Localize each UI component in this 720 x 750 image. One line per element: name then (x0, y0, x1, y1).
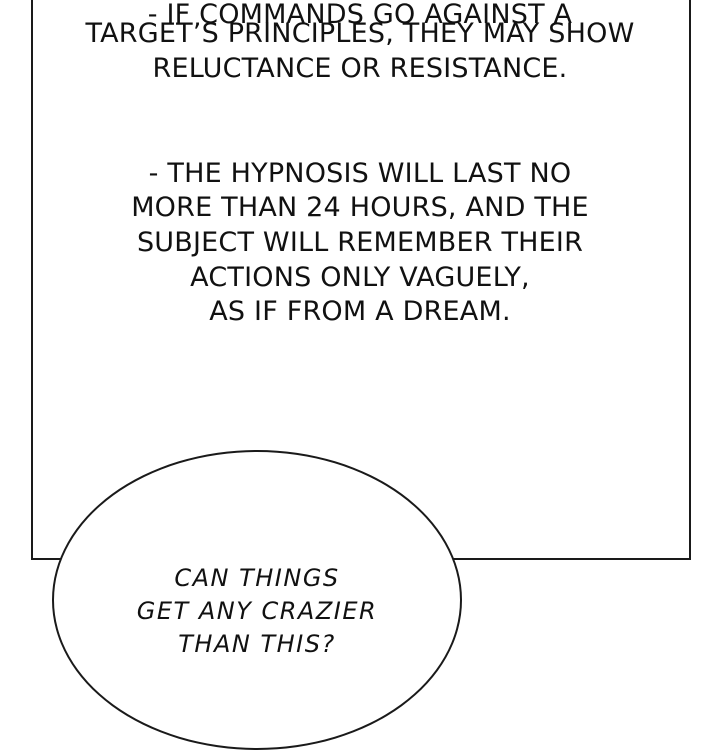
panel-text-line: TARGET’S PRINCIPLES, THEY MAY SHOW (85, 18, 635, 49)
speech-text-line: CAN THINGS (174, 564, 340, 592)
system-message-panel (31, 0, 691, 560)
speech-text-line: GET ANY CRAZIER (136, 597, 378, 625)
panel-text-line: - THE HYPNOSIS WILL LAST NO (148, 158, 572, 189)
panel-text-line: - IF COMMANDS GO AGAINST A (147, 0, 573, 30)
panel-text-line: RELUCTANCE OR RESISTANCE. (152, 53, 568, 84)
panel-text-line: AS IF FROM A DREAM. (209, 296, 511, 327)
speech-text-line: THAN THIS? (178, 630, 336, 658)
panel-text-line: SUBJECT WILL REMEMBER THEIR (136, 227, 584, 258)
panel-text-line: MORE THAN 24 HOURS, AND THE (131, 192, 589, 223)
panel-text-line: ACTIONS ONLY VAGUELY, (190, 262, 530, 293)
